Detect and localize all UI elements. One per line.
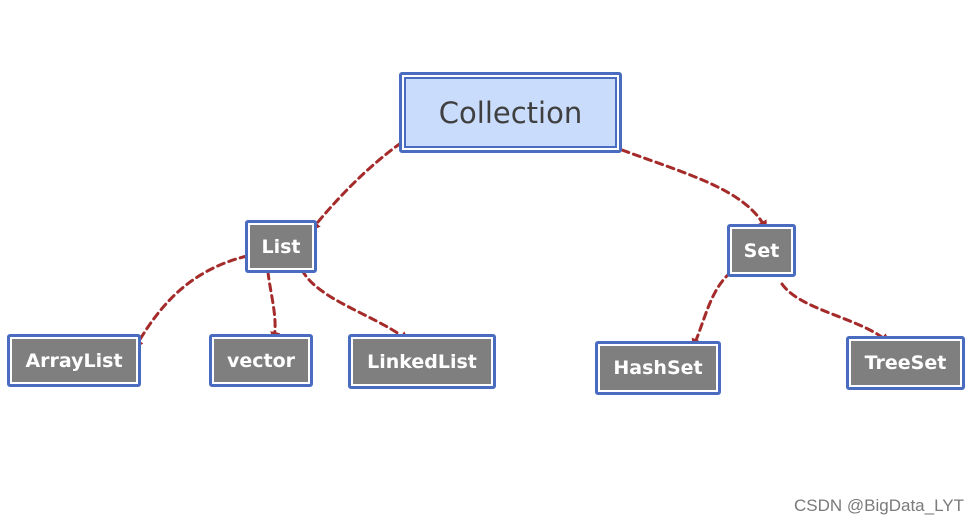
arrow-collection-to-set (620, 148, 767, 231)
node-vector: vector (209, 334, 313, 387)
node-treeset: TreeSet (846, 336, 965, 390)
node-list: List (245, 220, 317, 273)
arrow-list-to-linkedlist (300, 268, 410, 342)
node-collection: Collection (399, 72, 622, 153)
arrow-set-to-hashset (691, 270, 733, 349)
node-linkedlist: LinkedList (348, 334, 496, 389)
node-hashset-label: HashSet (613, 357, 703, 379)
node-hashset: HashSet (595, 341, 721, 395)
arrow-list-to-arraylist (133, 254, 249, 350)
arrow-collection-to-list (310, 141, 403, 232)
watermark: CSDN @BigData_LYT (794, 496, 964, 515)
node-set-label: Set (743, 239, 780, 262)
node-collection-label: Collection (438, 95, 583, 130)
node-treeset-label: TreeSet (864, 352, 947, 374)
node-list-label: List (261, 235, 301, 258)
node-arraylist: ArrayList (7, 334, 141, 387)
node-vector-label: vector (226, 349, 296, 372)
node-set: Set (727, 224, 796, 277)
node-arraylist-label: ArrayList (25, 349, 123, 372)
arrow-list-to-vector (266, 270, 281, 342)
arrow-set-to-treeset (780, 282, 891, 344)
node-linkedlist-label: LinkedList (367, 350, 477, 373)
